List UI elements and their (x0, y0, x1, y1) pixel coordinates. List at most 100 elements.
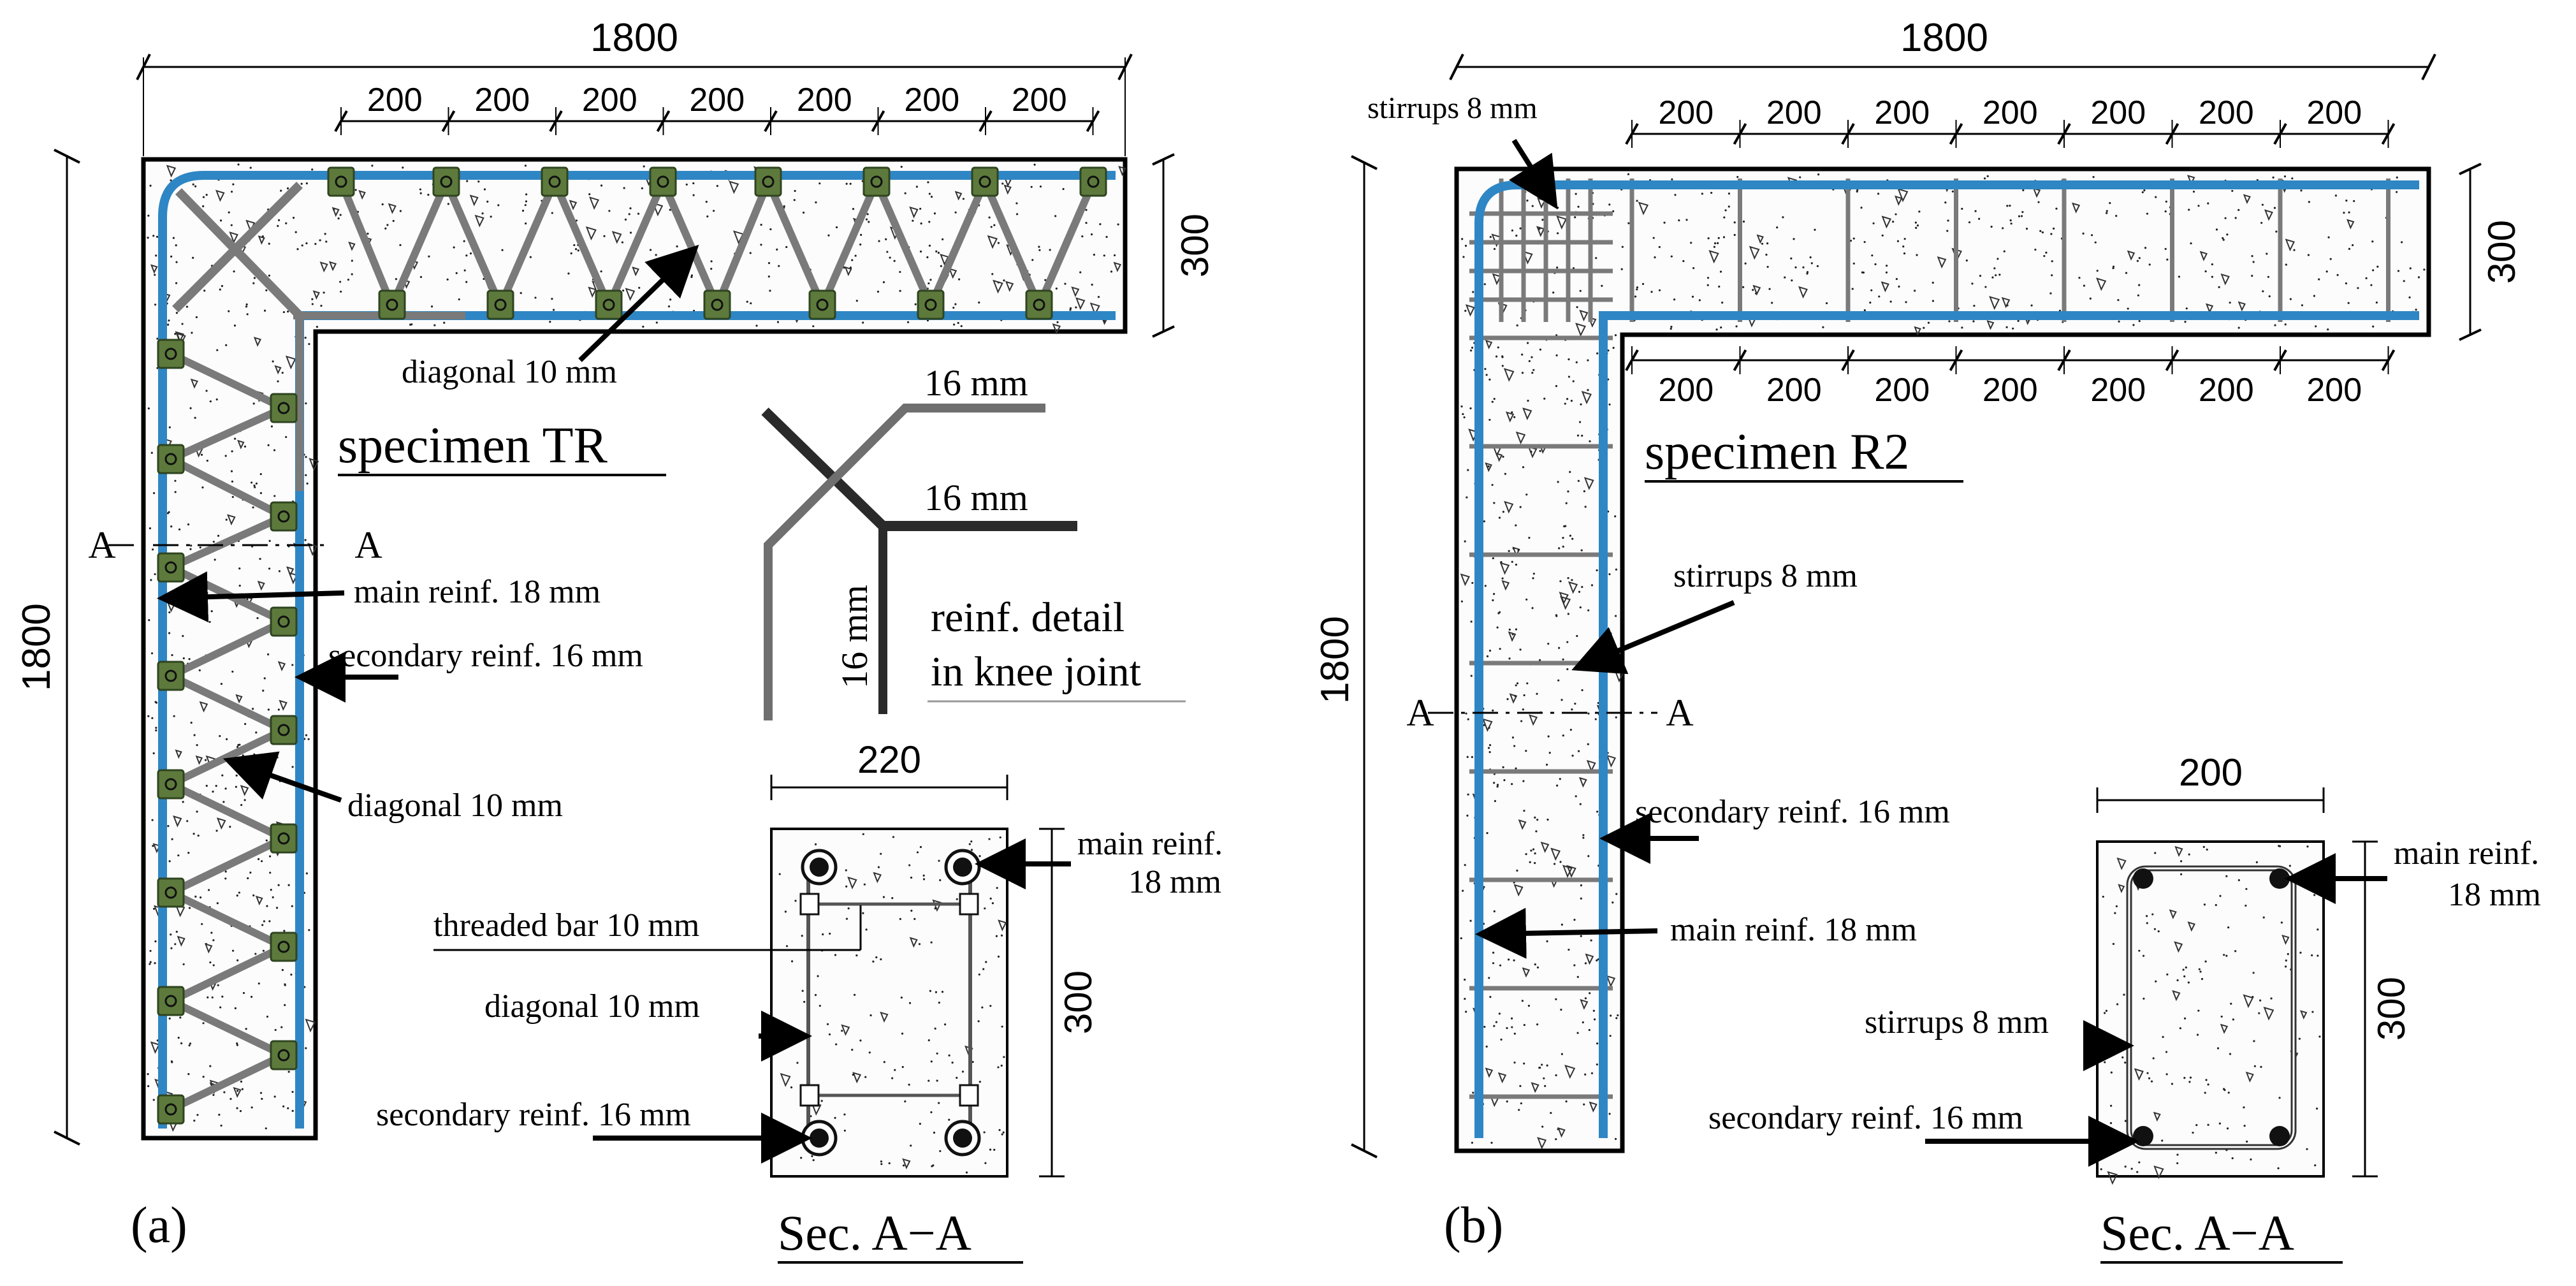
speckle (2352, 244, 2354, 247)
speckle (1001, 1133, 1003, 1136)
speckle (1513, 745, 1516, 747)
speckle (1584, 506, 1587, 508)
knee-label-2: 16 mm (924, 477, 1028, 518)
speckle (1856, 190, 1858, 193)
speckle (801, 935, 803, 937)
speckle (235, 785, 237, 788)
aggregate (2346, 219, 2355, 230)
section-mark-right-a: A (354, 524, 382, 566)
speckle (971, 1060, 974, 1063)
speckle (173, 715, 175, 717)
aggregate (1586, 759, 1596, 773)
speckle (1030, 186, 1033, 188)
speckle (1685, 219, 1688, 221)
speckle (1466, 814, 1469, 817)
speckle (1573, 964, 1576, 967)
speckle (149, 963, 151, 965)
speckle (1791, 279, 1793, 282)
aggregate (1052, 323, 1061, 335)
speckle (1601, 284, 1603, 287)
aggregate (909, 206, 919, 219)
aggregate (940, 253, 949, 266)
speckle (203, 289, 206, 292)
speckle (1674, 194, 1677, 196)
speckle (1515, 684, 1517, 687)
speckle (970, 840, 973, 843)
speckle (1491, 400, 1494, 403)
speckle (2124, 1165, 2127, 1168)
speckle (1627, 173, 1630, 175)
speckle (230, 224, 233, 226)
speckle (196, 810, 198, 813)
aggregate (632, 267, 639, 277)
speckle (814, 843, 817, 845)
speckle (2243, 1125, 2246, 1127)
speckle (2227, 926, 2230, 929)
speckle (296, 248, 299, 251)
speckle (168, 319, 170, 322)
speckle (1471, 346, 1474, 349)
speckle (829, 932, 831, 935)
dim-overall-height-b: 1800 (1313, 616, 1357, 704)
speckle (1560, 1008, 1562, 1011)
speckle (2204, 1092, 2206, 1094)
aggregate (909, 937, 918, 948)
speckle (268, 920, 271, 923)
clamp-bolt (277, 615, 290, 628)
speckle (1636, 286, 1639, 289)
speckle (2311, 954, 2313, 956)
speckle (1541, 1063, 1543, 1066)
speckle (1614, 1137, 1617, 1141)
speckle (1536, 819, 1539, 821)
speckle (710, 260, 713, 263)
speckle (311, 168, 314, 171)
aggregate (954, 191, 963, 201)
speckle (234, 437, 236, 440)
speckle (287, 1070, 290, 1073)
speckle (254, 486, 256, 488)
segment-dim-label: 200 (2306, 372, 2362, 409)
aggregate (173, 815, 182, 828)
speckle (2190, 242, 2192, 245)
label-secondary-reinf-b: secondary reinf. 16 mm (1635, 794, 1950, 830)
speckle (427, 193, 430, 196)
speckle (428, 255, 430, 258)
speckle (147, 237, 149, 239)
speckle (1609, 1035, 1612, 1037)
speckle (194, 185, 197, 187)
aggregate (1509, 693, 1518, 704)
speckle (1515, 628, 1518, 631)
speckle (1575, 361, 1578, 363)
speckle (1718, 285, 1721, 288)
speckle (236, 745, 239, 749)
speckle (1578, 590, 1581, 593)
clamp (270, 393, 298, 423)
speckle (2025, 228, 2028, 230)
speckle (340, 290, 342, 293)
speckle (1492, 962, 1495, 965)
speckle (1519, 648, 1522, 651)
aggregate (1075, 297, 1086, 311)
speckle (1574, 216, 1576, 219)
speckle (2188, 853, 2190, 856)
speckle (2252, 996, 2254, 998)
aggregate (2107, 1171, 2118, 1185)
speckle (240, 803, 243, 807)
beam-diagonal (388, 180, 450, 308)
speckle (1000, 934, 1003, 937)
speckle (1548, 752, 1551, 754)
speckle (1608, 203, 1611, 206)
speckle (525, 222, 527, 225)
speckle (1462, 256, 1465, 258)
speckle (287, 1107, 289, 1109)
speckle (1571, 579, 1573, 581)
speckle (1916, 224, 1919, 227)
speckle (2334, 194, 2338, 197)
speckle (906, 321, 910, 323)
column-diagonal (169, 350, 286, 412)
speckle (2112, 267, 2114, 270)
speckle (1856, 189, 1859, 191)
speckle (1470, 620, 1473, 623)
